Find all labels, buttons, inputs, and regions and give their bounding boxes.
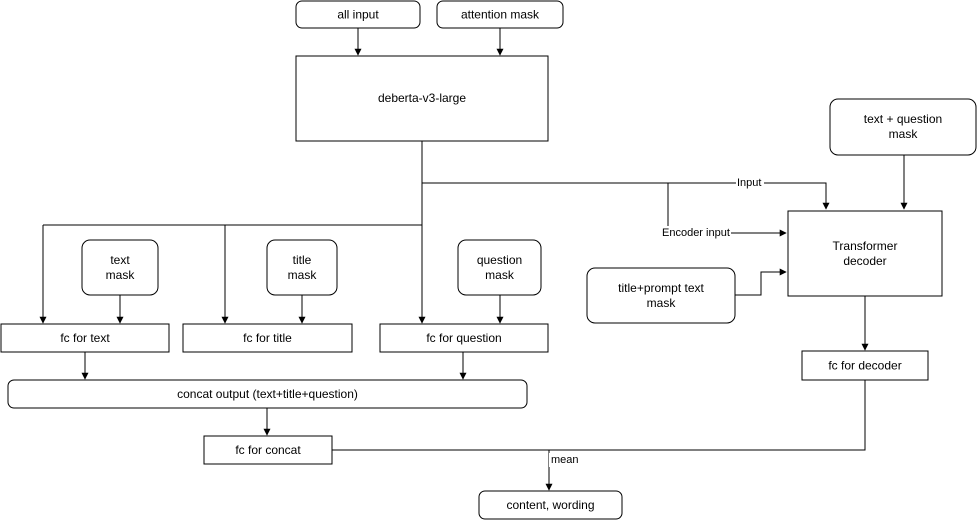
svg-text:decoder: decoder (843, 254, 886, 268)
edges (39, 28, 908, 491)
node-text-question-mask: text + question mask (829, 98, 977, 156)
node-fc-for-question: fc for question (379, 323, 549, 353)
node-concat-output: concat output (text+title+question) (7, 379, 528, 409)
node-fc-for-text: fc for text (0, 323, 170, 353)
svg-text:Transformer: Transformer (833, 239, 898, 253)
node-deberta-v3-large: deberta-v3-large (295, 55, 549, 142)
svg-text:mask: mask (647, 296, 677, 310)
node-title-mask: title mask (266, 239, 338, 296)
node-attention-mask: attention mask (436, 0, 564, 29)
svg-text:question: question (477, 253, 522, 267)
svg-text:title: title (293, 253, 312, 267)
svg-text:concat output (text+title+ques: concat output (text+title+question) (177, 387, 358, 401)
svg-text:fc for concat: fc for concat (235, 443, 301, 457)
svg-text:attention mask: attention mask (461, 8, 540, 22)
node-transformer-decoder: Transformer decoder (787, 210, 943, 297)
node-text-mask: text mask (81, 239, 159, 296)
svg-text:all input: all input (337, 8, 379, 22)
node-fc-for-concat: fc for concat (203, 435, 333, 465)
svg-text:mask: mask (889, 127, 919, 141)
edge-fc-decoder-to-output (549, 380, 866, 451)
svg-text:title+prompt text: title+prompt text (618, 281, 704, 295)
node-content-wording: content, wording (478, 490, 623, 520)
svg-text:mask: mask (288, 268, 318, 282)
svg-text:text + question: text + question (864, 112, 942, 126)
svg-text:fc for question: fc for question (426, 331, 501, 345)
svg-text:deberta-v3-large: deberta-v3-large (378, 91, 466, 105)
node-all-input: all input (295, 0, 421, 29)
edge-title-prompt-mask-to-decoder (735, 268, 787, 296)
edge-labels: Input Encoder input mean (549, 176, 764, 467)
svg-text:content, wording: content, wording (506, 498, 594, 512)
edge-label-encoder-input: Encoder input (662, 227, 730, 239)
svg-text:fc for text: fc for text (60, 331, 110, 345)
svg-text:fc for title: fc for title (243, 331, 292, 345)
edge-deberta-encoder-input-to-decoder (667, 183, 787, 237)
node-title-prompt-text-mask: title+prompt text mask (586, 267, 736, 324)
node-fc-for-decoder: fc for decoder (801, 350, 929, 381)
edge-fc-concat-to-output (332, 449, 553, 491)
svg-text:fc for decoder: fc for decoder (828, 359, 901, 373)
node-fc-for-title: fc for title (182, 323, 353, 353)
edge-label-mean: mean (551, 454, 579, 466)
edge-label-input: Input (737, 177, 761, 189)
svg-text:mask: mask (106, 268, 136, 282)
node-question-mask: question mask (457, 239, 542, 296)
svg-text:text: text (110, 253, 130, 267)
edge-deberta-input-to-decoder (422, 182, 830, 210)
svg-text:mask: mask (485, 268, 515, 282)
